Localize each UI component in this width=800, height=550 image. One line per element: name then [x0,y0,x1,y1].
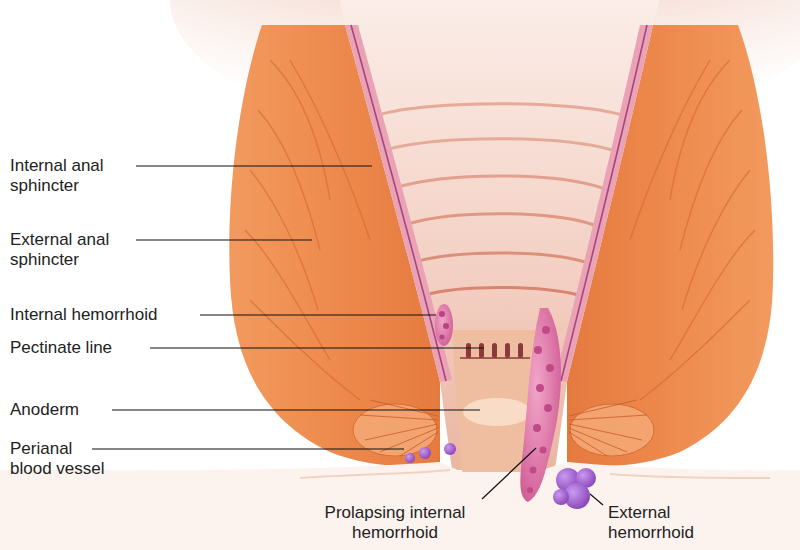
prolapsing-hemorrhoid [540,447,547,454]
muscle-wall [569,432,607,456]
leader-lines [92,166,603,505]
muscle-wall [370,400,438,416]
anal-canal [463,398,531,426]
muscle-wall [670,60,730,200]
prolapsing-hemorrhoid [546,364,554,372]
anal-canal [518,343,523,358]
muscle-wall [570,404,654,456]
muscle-wall [258,110,320,250]
internal-hemorrhoid [439,311,445,317]
leader-lines [482,448,536,499]
muscle-wall [670,230,755,360]
leader-lines [590,494,603,505]
muscle-wall [290,60,370,240]
anal-canal [466,343,471,358]
muscle-wall [680,110,742,250]
muscle-wall [245,230,330,360]
muscle-wall [360,415,438,420]
muscle-wall [682,170,750,310]
internal-sphincter-band [561,25,647,381]
perianal-skin [300,470,450,478]
perianal-vessels [419,447,431,459]
anal-canal [479,343,484,358]
prolapsing-hemorrhoid [530,467,537,474]
leader-lines [200,314,436,315]
rectum-lumen [395,176,602,188]
perianal-vessels [405,453,415,463]
leader-lines [150,347,484,348]
prolapsing-hemorrhoid [527,487,533,493]
prolapsing-hemorrhoid [536,384,544,392]
external-hemorrhoid [553,468,596,509]
muscle-wall [630,60,710,240]
internal-hemorrhoid [435,304,453,346]
part-label: Internal anal sphincter [10,156,130,195]
rectum-lumen [385,139,612,150]
muscle-wall [569,400,637,416]
rectum-lumen [405,214,594,225]
leader-lines [112,409,480,410]
internal-hemorrhoid [443,323,449,329]
leader-lines [136,165,372,166]
perianal-skin [0,462,800,550]
prolapsing-hemorrhoid [534,346,542,354]
muscle-wall [569,428,627,452]
perianal-skin [0,462,800,550]
rectum-lumen [415,253,585,262]
part-label: Pectinate line [10,338,145,358]
muscle-wall [569,415,647,420]
prolapsing-hemorrhoid [544,404,552,412]
internal-sphincter-band [345,25,452,382]
anal-canal [460,357,530,359]
internal-hemorrhoid [440,335,445,340]
anal-canal [466,343,523,358]
part-label: Prolapsing internal hemorrhoid [300,503,490,542]
internal-sphincter-band [351,25,446,381]
prolapsing-hemorrhoid [542,326,550,334]
muscle-wall [400,432,438,456]
external-hemorrhoid [553,489,569,505]
muscle-wall [640,300,750,400]
internal-sphincter-band [345,25,653,382]
prolapsing-hemorrhoid [520,308,561,502]
rectum-lumen [425,288,578,296]
part-label: External anal sphincter [10,230,130,269]
internal-hemorrhoid [435,304,453,346]
perianal-vessels [405,443,456,463]
leader-lines [92,448,404,449]
perianal-vessels [444,443,456,455]
internal-sphincter-band [555,25,653,382]
anal-canal [492,343,497,358]
muscle-wall [270,60,330,200]
muscle-wall [229,25,773,466]
part-label: Anoderm [10,400,110,420]
leader-lines [136,239,312,240]
prolapsing-hemorrhoid [533,424,541,432]
prolapsing-hemorrhoid [520,308,561,502]
perianal-skin [610,474,770,478]
part-label: Internal hemorrhoid [10,305,190,325]
part-label: Perianal blood vessel [10,439,114,478]
prolapsing-hemorrhoid [527,326,554,493]
anal-canal [505,343,510,358]
part-label: External hemorrhoid [608,503,718,542]
rectum-lumen [378,104,622,115]
